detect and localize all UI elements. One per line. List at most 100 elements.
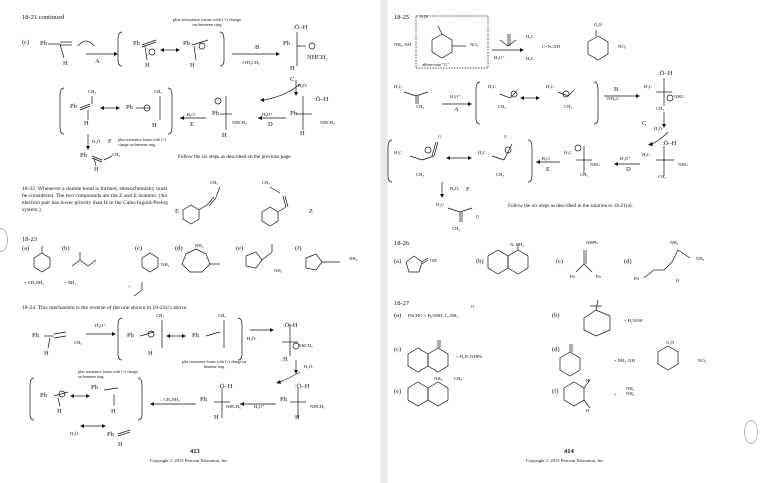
h-label: H [222, 132, 227, 139]
ch3-label: CH₃ [156, 313, 164, 318]
nh2-label: NH₂ [696, 256, 705, 261]
hydroxyl-label: :Ö–H [662, 140, 677, 147]
section-header-18-25: 18-25 [394, 14, 410, 21]
h-label: H [295, 414, 300, 421]
part-label-f: (f) [552, 388, 559, 395]
methyl-label: CH₃ [580, 172, 588, 177]
benzylamine-structure [141, 252, 159, 273]
imine-substrate-structure [48, 40, 95, 59]
g-label: G [438, 134, 442, 139]
part-label-c: (c) [22, 39, 30, 46]
h-label: H [586, 408, 590, 413]
part-label-b: (b) [476, 258, 484, 265]
page-number: 414 [564, 448, 574, 455]
methyl-label: CH₃ [416, 104, 424, 109]
ph-label: Ph [183, 40, 190, 47]
part-label-f: (f) [295, 245, 302, 252]
hydronium-label: H₃O⁺ [494, 55, 505, 60]
e-isomer-structure [182, 186, 221, 225]
copyright: Copyright © 2013 Pearson Education, Inc. [526, 458, 605, 463]
hydronium-label: H₃O⁺ [254, 404, 265, 409]
nhg-label: NHG [590, 162, 600, 167]
copyright: Copyright © 2013 Pearson Education, Inc. [150, 458, 229, 463]
water-label: H₂Ö: [450, 186, 460, 191]
nh2-label: NH₂ [349, 256, 358, 261]
hydronium-label: H₃O⁺ [450, 94, 461, 99]
h-label: H [94, 166, 99, 173]
hydrazone-chain-label: C=N–NH [542, 44, 560, 49]
oxime-oh-label: OH [430, 258, 437, 263]
ph-label: Ph [283, 40, 290, 47]
acetaldehyde-structure [133, 282, 143, 297]
methyl-label: H₃C [564, 150, 572, 155]
ph-label: Ph [570, 274, 575, 279]
reagent-label: + CH₃NH₂ [24, 280, 44, 285]
semicarbazone-structure [643, 249, 691, 279]
step-d-label: D [626, 166, 631, 173]
hydroxyl-label: :Ö–H [658, 70, 673, 77]
abbreviation-box [415, 15, 489, 69]
nitro-label: NO₂ [470, 42, 479, 47]
water-label: H₂Ö: [247, 336, 257, 341]
paragraph-text: Whenever a double bond is formed, stereo… [22, 186, 168, 213]
methyl-label: CH₃ [564, 104, 572, 109]
nucleophile-label: :NH₂G [606, 96, 619, 101]
section-header-18-27: 18-27 [394, 300, 410, 307]
page-number: 413 [190, 448, 200, 455]
ch3-label: CH₃ [74, 340, 82, 345]
nucleophile-label: :NH₂CH₃ [242, 60, 260, 65]
methyl-label: H₃C [526, 56, 534, 61]
amine-label: NHCH₃ [226, 404, 241, 409]
step-f-label: F [466, 186, 470, 193]
amine-label: NHCH₃ [310, 404, 325, 409]
reaction-a: PhCHO + H₂NNH–C–NH₂ [408, 313, 459, 318]
part-label-d: (d) [175, 245, 183, 252]
step-d-label: D [268, 121, 273, 128]
methyl-label: H₃C [394, 84, 402, 89]
resonance-note: plus resonance forms with (+) charge on … [78, 369, 138, 379]
cyclopentyl-ketone-structure [245, 244, 273, 269]
ph-label: Ph [192, 332, 199, 339]
ph-label: Ph [133, 40, 140, 47]
paragraph-18-24: 18-24 This mechanism is the reverse of t… [22, 305, 188, 311]
ch3-label: CH₃ [218, 313, 226, 318]
ph-label: Ph [91, 384, 98, 391]
methyl-label: H₃C [546, 84, 554, 89]
part-label-a: (a) [22, 245, 30, 252]
e-isomer-label: E [175, 208, 179, 215]
part-label-a: (a) [394, 312, 402, 319]
cyclohexanedicarbaldehyde-structure [563, 379, 591, 409]
ph-label: Ph [80, 152, 87, 159]
h-label: H [57, 408, 62, 415]
h-label: H [145, 62, 150, 69]
paragraph-18-22: 18-22 Whenever a double bond is formed, … [22, 186, 172, 214]
ph-label: Ph [40, 40, 47, 47]
resonance-note: plus resonance forms with (+) charge on … [172, 17, 242, 28]
h-label: H [300, 130, 305, 137]
cyclohexanone-structure [33, 246, 51, 273]
h-label: H [290, 65, 295, 72]
water-label: H₂Ö: [70, 431, 80, 436]
nh2-label: NH₂ [670, 240, 679, 245]
aminotetralin-structure [407, 381, 449, 407]
nitro-label: NO₂ [698, 358, 707, 363]
hydrazone-label: N–NH₂ [510, 242, 524, 247]
h-label: H [190, 62, 195, 69]
hydrazone-product-structure [587, 30, 609, 61]
right-page: 18-25 O₂N NH₂–NH NO₂ abbreviate "G" H₃O⁺… [387, 0, 768, 483]
minus-water-label: – H₂O [183, 112, 195, 117]
methyl-label: H₃C [436, 202, 444, 207]
abbreviation-label: abbreviate "G" [422, 62, 450, 67]
h-label: H [84, 120, 89, 127]
hydronium-label: H₃O⁺ [95, 323, 106, 328]
nitro-label: O₂N [420, 14, 429, 19]
part-label-e: (e) [394, 388, 402, 395]
section-header-18-26: 18-26 [394, 240, 410, 247]
n-methylimine-product [91, 155, 113, 167]
reagent-label: + H₂N–NHPh [456, 354, 482, 359]
methyl-label: CH₃ [658, 174, 666, 179]
reagent-label: + NH₃ [64, 280, 76, 285]
step-e-label: E [546, 166, 550, 173]
methyl-label: CH₃ [452, 226, 460, 231]
amine-label: NHCH₃ [307, 54, 328, 61]
